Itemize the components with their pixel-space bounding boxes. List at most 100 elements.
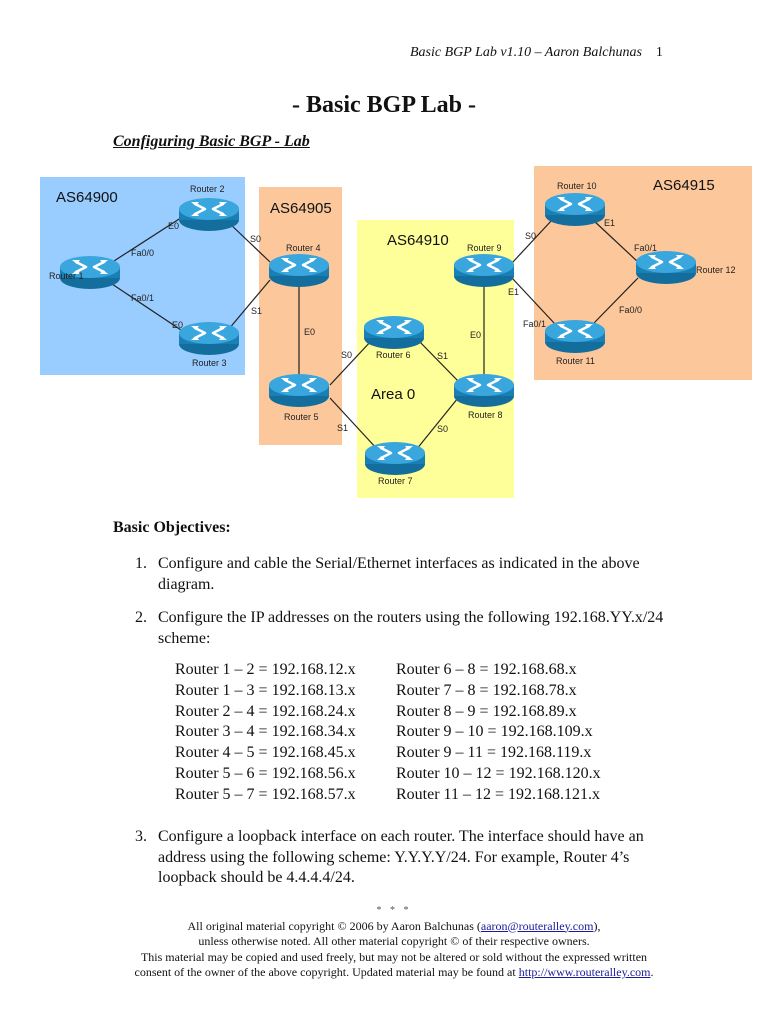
if-r10-e1: E1 bbox=[604, 218, 615, 228]
router-label-r11: Router 11 bbox=[556, 356, 595, 366]
ip-scheme-left-column: Router 1 – 2 = 192.168.12.x Router 1 – 3… bbox=[175, 660, 356, 806]
area-label: Area 0 bbox=[371, 386, 415, 403]
router-label-r9: Router 9 bbox=[467, 243, 502, 253]
objective-text: Configure a loopback interface on each r… bbox=[158, 828, 644, 886]
copyright-footer: * * * All original material copyright © … bbox=[0, 903, 768, 981]
router-icon-r10 bbox=[543, 191, 607, 228]
website-link[interactable]: http://www.routeralley.com bbox=[518, 965, 651, 979]
region-label-as64905: AS64905 bbox=[270, 200, 332, 217]
link-r1-r2 bbox=[99, 211, 191, 271]
router-label-r4: Router 4 bbox=[286, 243, 321, 253]
if-r2-e0: E0 bbox=[168, 221, 179, 231]
section-subtitle: Configuring Basic BGP - Lab bbox=[113, 133, 310, 150]
link-r3-r4 bbox=[227, 279, 271, 331]
if-r4-e0: E0 bbox=[304, 327, 315, 337]
router-label-r2: Router 2 bbox=[190, 184, 225, 194]
ip-scheme-row: Router 1 – 3 = 192.168.13.x bbox=[175, 681, 356, 699]
footer-line-1: All original material copyright © 2006 b… bbox=[0, 919, 768, 935]
router-label-r3: Router 3 bbox=[192, 358, 227, 368]
network-diagram: AS64900 AS64905 AS64910 AS64915 Area 0 R… bbox=[40, 166, 752, 498]
link-r7-r8 bbox=[415, 397, 459, 451]
router-label-r12: Router 12 bbox=[696, 265, 736, 275]
router-icon-r3 bbox=[177, 320, 241, 357]
if-r8-s0: S0 bbox=[437, 424, 448, 434]
router-label-r7: Router 7 bbox=[378, 476, 413, 486]
router-icon-r6 bbox=[362, 314, 426, 351]
if-r12-fa00: Fa0/0 bbox=[619, 305, 642, 315]
link-r2-r4 bbox=[227, 221, 271, 263]
page-number: 1 bbox=[655, 45, 663, 60]
ip-scheme-row: Router 9 – 10 = 192.168.109.x bbox=[396, 723, 593, 741]
footer-line-1-text: All original material copyright © 2006 b… bbox=[187, 918, 481, 933]
if-r3-e0: E0 bbox=[172, 320, 183, 330]
ip-scheme-row: Router 1 – 2 = 192.168.12.x bbox=[175, 661, 356, 678]
footer-line-3: This material may be copied and used fre… bbox=[140, 949, 648, 964]
footer-separator: * * * bbox=[376, 905, 412, 916]
link-r10-r12 bbox=[592, 219, 639, 263]
ip-scheme-row: Router 5 – 7 = 192.168.57.x bbox=[175, 785, 356, 803]
ip-scheme-row: Router 9 – 11 = 192.168.119.x bbox=[396, 744, 592, 762]
running-header: Basic BGP Lab v1.10 – Aaron Balchunas 1 bbox=[410, 45, 663, 61]
footer-line-4-end: . bbox=[650, 965, 654, 979]
objective-text: Configure and cable the Serial/Ethernet … bbox=[158, 555, 640, 593]
ip-scheme-row: Router 11 – 12 = 192.168.121.x bbox=[396, 785, 600, 803]
link-r5-r6 bbox=[329, 339, 373, 386]
page-title: - Basic BGP Lab - bbox=[291, 92, 477, 118]
ip-scheme-row: Router 8 – 9 = 192.168.89.x bbox=[396, 702, 577, 720]
router-label-r8: Router 8 bbox=[468, 410, 503, 420]
link-r9-r10 bbox=[511, 219, 553, 264]
objective-item-3: 3. Configure a loopback interface on eac… bbox=[135, 827, 675, 889]
router-icon-r5 bbox=[267, 372, 331, 409]
footer-line-2: unless otherwise noted. All other materi… bbox=[198, 934, 590, 948]
router-icon-r11 bbox=[543, 318, 607, 355]
ip-scheme-row: Router 7 – 8 = 192.168.78.x bbox=[396, 681, 577, 699]
ip-scheme-row: Router 5 – 6 = 192.168.56.x bbox=[175, 764, 356, 782]
if-r1-fa00: Fa0/0 bbox=[131, 248, 154, 258]
link-r11-r12 bbox=[592, 277, 639, 325]
objectives-heading: Basic Objectives: bbox=[113, 519, 231, 536]
ip-scheme-row: Router 6 – 8 = 192.168.68.x bbox=[396, 661, 577, 678]
footer-line-1-end: ), bbox=[593, 918, 601, 933]
ip-scheme-row: Router 2 – 4 = 192.168.24.x bbox=[175, 702, 356, 720]
ip-scheme-row: Router 10 – 12 = 192.168.120.x bbox=[396, 764, 601, 782]
link-r6-r8 bbox=[415, 337, 461, 384]
if-r12-fa01: Fa0/1 bbox=[634, 243, 657, 253]
router-label-r5: Router 5 bbox=[284, 412, 319, 422]
region-label-as64900: AS64900 bbox=[56, 189, 118, 206]
if-r9-e0: E0 bbox=[470, 330, 481, 340]
if-r3-s1: S1 bbox=[251, 306, 262, 316]
if-r9-e1: E1 bbox=[508, 287, 519, 297]
if-r5-s0: S0 bbox=[341, 350, 352, 360]
router-label-r6: Router 6 bbox=[376, 350, 411, 360]
ip-scheme-row: Router 3 – 4 = 192.168.34.x bbox=[175, 723, 356, 741]
ip-scheme-right-column: Router 6 – 8 = 192.168.68.x Router 7 – 8… bbox=[396, 660, 601, 806]
objective-item-2: 2. Configure the IP addresses on the rou… bbox=[135, 608, 675, 649]
running-title: Basic BGP Lab v1.10 – Aaron Balchunas bbox=[410, 45, 642, 60]
if-r2-s0: S0 bbox=[250, 234, 261, 244]
ip-scheme-row: Router 4 – 5 = 192.168.45.x bbox=[175, 744, 356, 762]
if-r1-fa01: Fa0/1 bbox=[131, 293, 154, 303]
router-icon-r12 bbox=[634, 249, 698, 286]
router-icon-r2 bbox=[177, 196, 241, 233]
if-r11-fa01: Fa0/1 bbox=[523, 319, 546, 329]
router-icon-r8 bbox=[452, 372, 516, 409]
footer-line-4: consent of the owner of the above copyri… bbox=[0, 965, 768, 981]
router-icon-r4 bbox=[267, 252, 331, 289]
footer-line-4-text: consent of the owner of the above copyri… bbox=[134, 965, 519, 979]
region-label-as64915: AS64915 bbox=[653, 177, 715, 194]
objective-number: 1. bbox=[135, 555, 147, 572]
router-icon-r7 bbox=[363, 440, 427, 477]
objective-text: Configure the IP addresses on the router… bbox=[158, 609, 664, 647]
link-r5-r7 bbox=[329, 397, 379, 451]
email-link[interactable]: aaron@routeralley.com bbox=[480, 918, 594, 933]
links bbox=[99, 211, 639, 451]
if-r5-s1: S1 bbox=[337, 423, 348, 433]
router-label-r10: Router 10 bbox=[557, 181, 597, 191]
link-r1-r3 bbox=[99, 275, 191, 337]
objective-number: 2. bbox=[135, 609, 147, 626]
router-label-r1: Router 1 bbox=[49, 271, 84, 281]
objective-item-1: 1. Configure and cable the Serial/Ethern… bbox=[135, 554, 675, 595]
link-r9-r11 bbox=[511, 277, 556, 325]
region-label-as64910: AS64910 bbox=[387, 232, 449, 249]
objective-number: 3. bbox=[135, 828, 147, 845]
